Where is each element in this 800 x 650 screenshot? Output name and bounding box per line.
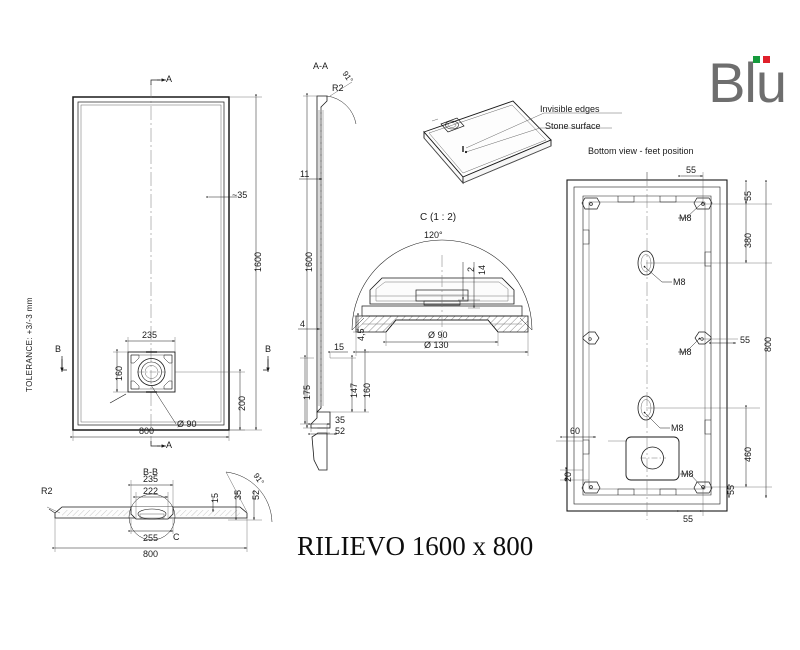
dim-bb-drain-mid: 222: [143, 486, 159, 496]
dim-bottom-edge-top-right: 55: [743, 190, 753, 201]
section-mark-a-bottom: A: [166, 440, 173, 450]
foot-label-m8-2: M8: [673, 277, 686, 287]
brand-logo: Blu: [708, 51, 787, 114]
section-mark-b-right: B: [265, 344, 272, 354]
dim-aa-inner-h: 147: [349, 382, 359, 398]
tolerance-note: TOLERANCE: +3/-3 mm: [25, 297, 34, 392]
view-bottom-feet: [556, 172, 772, 520]
dim-bottom-edge-top: 55: [686, 165, 697, 175]
dim-aa-radius: R2: [332, 83, 344, 93]
view-section-aa: [298, 81, 369, 471]
foot-label-m8-1: M8: [679, 213, 692, 223]
dim-aa-top-thk: 11: [300, 169, 310, 179]
dim-bb-radius: R2: [41, 486, 53, 496]
dim-c-outer: Ø 130: [424, 340, 449, 350]
brand-flag-dots: [753, 56, 770, 63]
flag-dot-red: [763, 56, 770, 63]
callout-bottom-view: Bottom view - feet position: [588, 146, 694, 156]
dim-top-length: 1600: [253, 251, 263, 272]
dim-aa-height: 1600: [304, 251, 314, 272]
dim-bottom-offset-20: 20: [563, 471, 573, 482]
dim-c-depth: 14: [477, 264, 487, 275]
dim-top-drain-dia: Ø 90: [177, 419, 197, 429]
flag-dot-green: [753, 56, 760, 63]
section-mark-b-left: B: [55, 344, 62, 354]
dim-bottom-edge-bottom: 55: [683, 514, 694, 524]
dim-c-rib: 2: [466, 266, 476, 272]
dim-bottom-edge-bottom-right: 55: [726, 484, 736, 495]
dim-aa-outer-h: 160: [362, 382, 372, 398]
dim-bb-drain-outer: 235: [143, 474, 159, 484]
dim-top-drain-x: 235: [142, 330, 158, 340]
view-isometric-3d: [423, 100, 622, 185]
dim-bb-drain-inner: 255: [143, 533, 159, 543]
view-detail-c: [351, 239, 533, 356]
section-mark-a-top: A: [166, 74, 173, 84]
dim-bottom-span-380: 380: [743, 232, 753, 248]
dim-bb-lip: 15: [210, 492, 220, 503]
dim-c-angle: 120°: [424, 230, 443, 240]
dim-aa-lip: 15: [334, 342, 345, 352]
dim-bb-h2: 52: [251, 489, 261, 500]
foot-label-m8-3: M8: [679, 347, 692, 357]
dim-c-flange: 4,5: [356, 328, 366, 341]
dim-aa-base-b: 52: [335, 426, 346, 436]
label-section-bb: B-B: [143, 467, 159, 477]
callout-stone-surface: Stone surface: [545, 121, 601, 131]
dim-bottom-edge-mid-right: 55: [740, 335, 751, 345]
dim-aa-bottom-thk: 4: [300, 319, 306, 329]
foot-label-m8-5: M8: [681, 469, 694, 479]
view-top-plan: [60, 78, 270, 448]
dim-bb-width: 800: [143, 549, 159, 559]
dim-top-drain-y: 160: [114, 365, 124, 381]
dim-bottom-offset-60: 60: [570, 426, 581, 436]
label-section-aa: A-A: [313, 61, 329, 71]
dim-top-drain-offset: 200: [237, 395, 247, 411]
dim-top-width: 800: [139, 426, 155, 436]
callout-invisible-edges: Invisible edges: [540, 104, 600, 114]
dim-bb-h1: 35: [233, 489, 243, 500]
dim-bottom-span-800: 800: [763, 336, 773, 352]
detail-mark-c: C: [173, 532, 180, 542]
drawing-title: RILIEVO 1600 x 800: [297, 531, 534, 561]
dim-aa-foot-h: 175: [302, 384, 312, 400]
label-detail-c: C (1 : 2): [420, 212, 457, 223]
dim-top-rim: ~35: [232, 190, 248, 200]
view-section-bb: [46, 471, 273, 552]
dim-c-bore: Ø 90: [428, 330, 448, 340]
dim-bottom-span-460: 460: [743, 446, 753, 462]
foot-label-m8-4: M8: [671, 423, 684, 433]
dim-aa-base-a: 35: [335, 415, 346, 425]
